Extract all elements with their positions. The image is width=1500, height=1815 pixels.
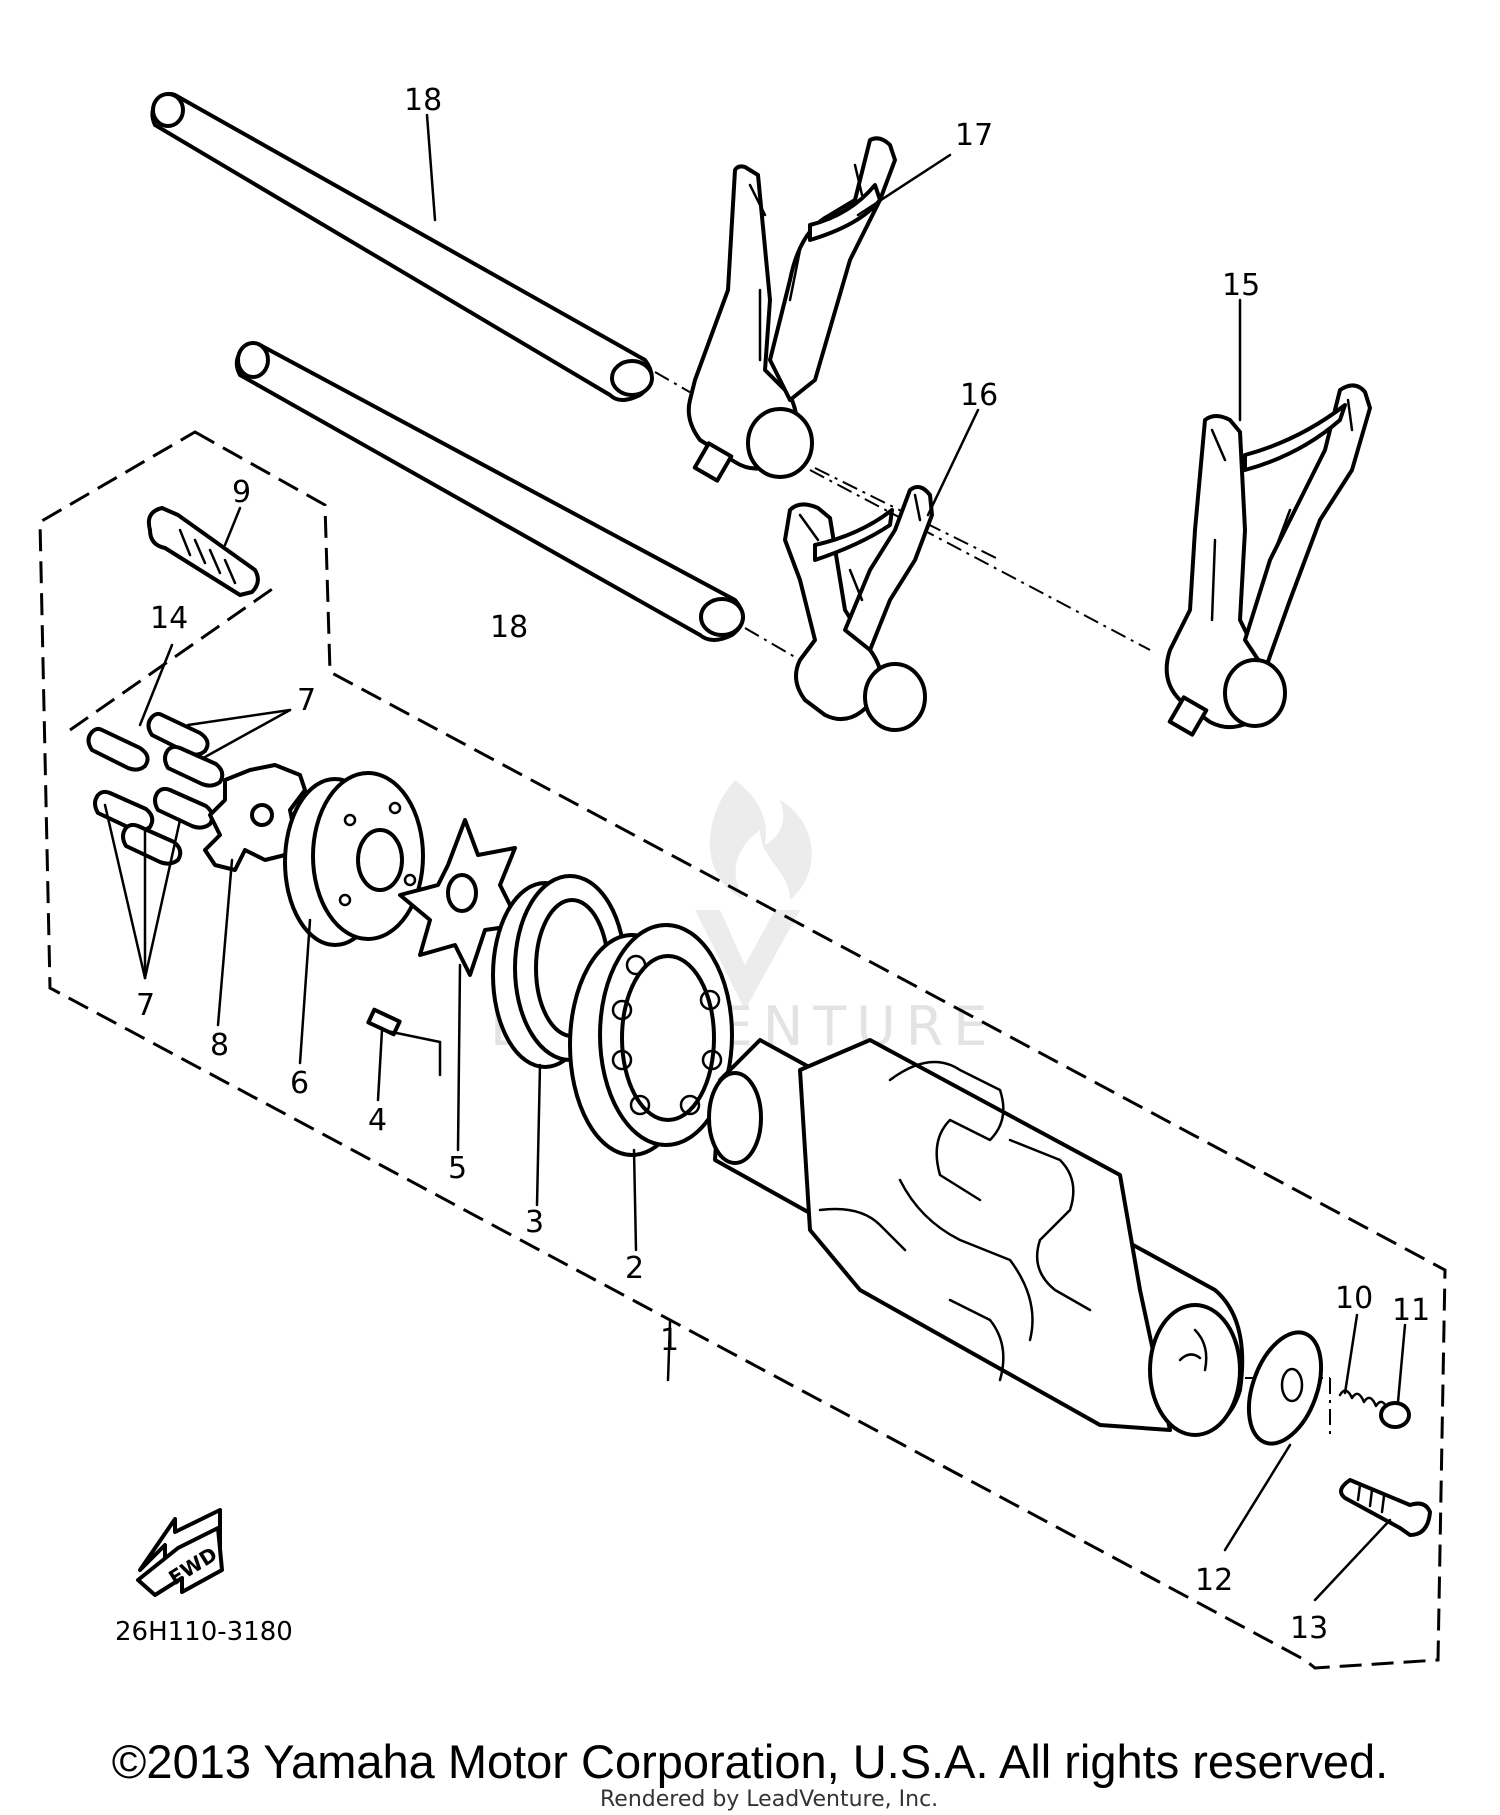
callout-7-upper: 7 bbox=[297, 683, 316, 718]
shift-fork-16 bbox=[783, 484, 934, 732]
callout-17: 17 bbox=[955, 118, 993, 153]
callout-9: 9 bbox=[232, 475, 251, 510]
shift-cam-6 bbox=[283, 771, 425, 947]
center-line-fork15 bbox=[809, 469, 1151, 651]
dowel-pins bbox=[86, 711, 225, 866]
callout-2: 2 bbox=[625, 1251, 644, 1286]
screw-13 bbox=[1339, 1478, 1432, 1537]
pin-4 bbox=[366, 1007, 402, 1037]
callout-18-upper: 18 bbox=[404, 83, 442, 118]
washer-12 bbox=[1246, 1330, 1324, 1446]
callout-16: 16 bbox=[960, 378, 998, 413]
callout-labels: 18 17 15 16 9 18 14 7 7 8 6 4 5 3 2 1 10… bbox=[136, 83, 1430, 1646]
diagram-code: 26H110-3180 bbox=[115, 1617, 293, 1647]
screw-9 bbox=[146, 506, 260, 597]
callout-1: 1 bbox=[660, 1323, 679, 1358]
center-line-lower bbox=[744, 627, 801, 661]
stopper-plate-5 bbox=[398, 818, 522, 977]
shift-fork-15 bbox=[1164, 383, 1372, 737]
shift-drum-1 bbox=[707, 1038, 1245, 1437]
callout-4: 4 bbox=[368, 1103, 387, 1138]
shift-fork-shaft-upper bbox=[150, 92, 654, 402]
shift-fork-17 bbox=[686, 136, 897, 483]
fwd-arrow-icon: FWD bbox=[136, 1508, 224, 1597]
callout-15: 15 bbox=[1222, 268, 1260, 303]
render-credit: Rendered by LeadVenture, Inc. bbox=[600, 1787, 938, 1812]
callout-14: 14 bbox=[150, 601, 188, 636]
callout-10: 10 bbox=[1335, 1281, 1373, 1316]
segment-8 bbox=[203, 763, 307, 872]
callout-18-lower: 18 bbox=[490, 610, 528, 645]
callout-12: 12 bbox=[1195, 1563, 1233, 1598]
leader-lines bbox=[103, 113, 1407, 1602]
callout-3: 3 bbox=[525, 1205, 544, 1240]
callout-8: 8 bbox=[210, 1028, 229, 1063]
inner-boundary-line bbox=[69, 583, 279, 732]
callout-6: 6 bbox=[290, 1066, 309, 1101]
copyright-notice: ©2013 Yamaha Motor Corporation, U.S.A. A… bbox=[111, 1735, 1389, 1788]
spring-10 bbox=[1338, 1389, 1390, 1412]
callout-11: 11 bbox=[1392, 1293, 1430, 1328]
ball-11 bbox=[1379, 1401, 1411, 1429]
shift-fork-shaft-lower bbox=[234, 341, 745, 642]
callout-7-lower: 7 bbox=[136, 988, 155, 1023]
callout-5: 5 bbox=[448, 1151, 467, 1186]
assembly-boundary bbox=[38, 430, 1447, 1670]
callout-13: 13 bbox=[1290, 1611, 1328, 1646]
bearing-2 bbox=[568, 923, 734, 1157]
